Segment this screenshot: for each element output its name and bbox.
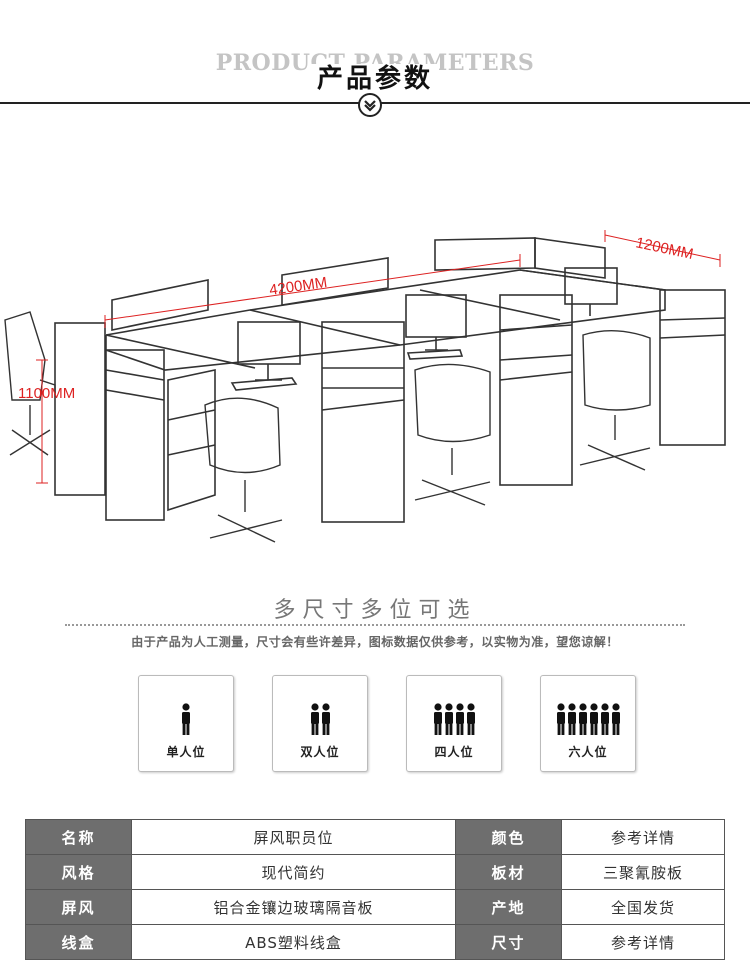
size-options: 单人位 双人位 四人位 六人位 <box>0 675 750 773</box>
size-card-double: 双人位 <box>272 675 368 772</box>
table-row: 线盒 ABS塑料线盒 尺寸 参考详情 <box>25 924 726 960</box>
size-card-six: 六人位 <box>540 675 636 772</box>
params-table: 名称 屏风职员位 颜色 参考详情 风格 现代简约 板材 三聚氰胺板 屏风 铝合金… <box>25 819 726 960</box>
workstation-illustration: 4200MM 1200MM 1100MM <box>0 220 750 565</box>
param-key: 板材 <box>454 854 562 890</box>
param-value: 屏风职员位 <box>131 819 456 855</box>
sizes-title: 多尺寸多位可选 <box>273 598 477 623</box>
param-value: 参考详情 <box>560 819 726 855</box>
param-key: 屏风 <box>25 889 132 925</box>
person-icon <box>139 701 233 735</box>
size-card-four: 四人位 <box>406 675 502 772</box>
param-value: 现代简约 <box>131 854 456 890</box>
table-row: 名称 屏风职员位 颜色 参考详情 <box>25 819 726 855</box>
size-card-single: 单人位 <box>138 675 234 772</box>
param-key: 风格 <box>25 854 132 890</box>
param-value: 三聚氰胺板 <box>560 854 726 890</box>
param-value: 铝合金镶边玻璃隔音板 <box>131 889 456 925</box>
param-key: 线盒 <box>25 924 132 960</box>
sizes-note: 由于产品为人工测量，尺寸会有些许差异，图标数据仅供参考，以实物为准，望您谅解！ <box>131 635 619 649</box>
section-title-cn: 产品参数 <box>0 58 750 95</box>
dotted-divider <box>65 624 685 626</box>
param-key: 产地 <box>454 889 562 925</box>
param-value: 参考详情 <box>560 924 726 960</box>
param-value: ABS塑料线盒 <box>131 924 456 960</box>
dim-width-label: 4200MM <box>268 274 328 299</box>
param-key: 名称 <box>25 819 132 855</box>
workstation-drawing: 4200MM 1200MM 1100MM <box>4 230 726 543</box>
param-key: 颜色 <box>454 819 562 855</box>
param-value: 全国发货 <box>560 889 726 925</box>
table-row: 屏风 铝合金镶边玻璃隔音板 产地 全国发货 <box>25 889 726 925</box>
dim-height-label: 1100MM <box>18 385 75 402</box>
dim-depth-label: 1200MM <box>634 234 695 263</box>
chevron-down-circle-icon <box>358 93 382 117</box>
table-row: 风格 现代简约 板材 三聚氰胺板 <box>25 854 726 890</box>
size-card-label: 双人位 <box>300 745 340 759</box>
section-header: PRODUCT PARAMETERS 产品参数 <box>0 0 750 130</box>
person-icon <box>273 701 367 735</box>
size-card-label: 单人位 <box>166 745 206 759</box>
size-card-label: 四人位 <box>434 745 474 759</box>
person-icon <box>407 701 501 735</box>
person-icon <box>541 701 635 735</box>
size-card-label: 六人位 <box>568 745 608 759</box>
param-key: 尺寸 <box>454 924 562 960</box>
